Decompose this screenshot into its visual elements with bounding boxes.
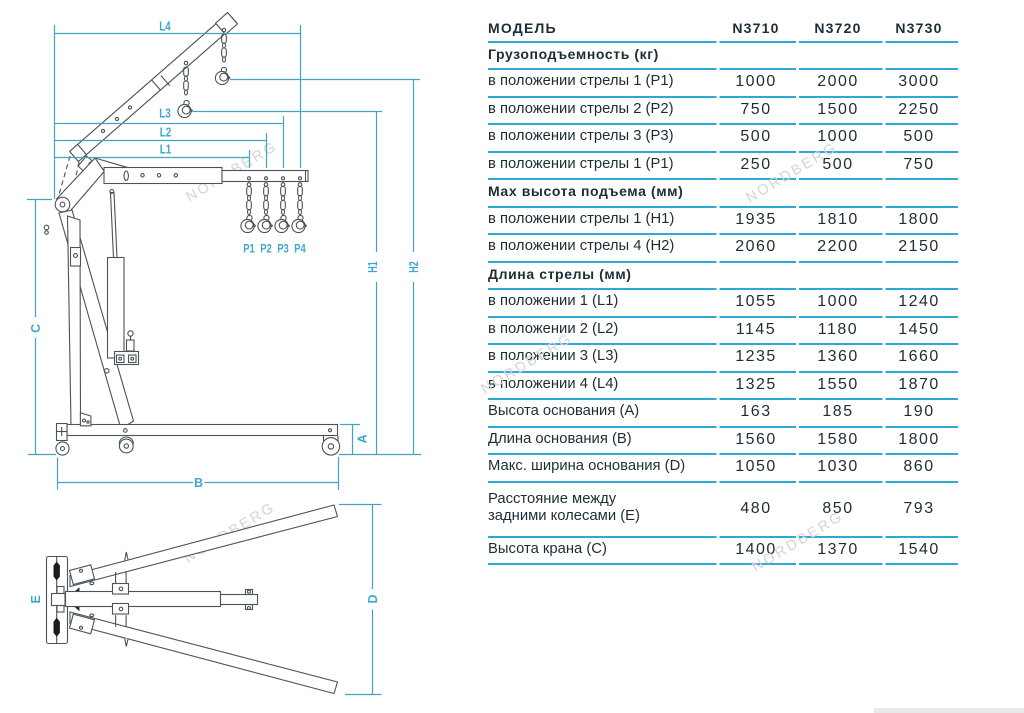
svg-text:L3: L3 bbox=[159, 107, 171, 121]
svg-text:H1: H1 bbox=[366, 261, 380, 273]
svg-text:B: B bbox=[194, 476, 203, 490]
svg-text:H2: H2 bbox=[407, 261, 421, 273]
svg-text:D: D bbox=[366, 594, 380, 603]
svg-text:L2: L2 bbox=[160, 126, 172, 140]
svg-text:P3: P3 bbox=[277, 242, 289, 256]
svg-text:E: E bbox=[29, 595, 43, 603]
svg-text:P1: P1 bbox=[243, 242, 255, 256]
svg-text:P4: P4 bbox=[294, 242, 306, 256]
svg-text:L4: L4 bbox=[159, 20, 171, 34]
svg-text:C: C bbox=[29, 324, 43, 333]
svg-text:A: A bbox=[355, 434, 369, 443]
svg-text:P2: P2 bbox=[260, 242, 272, 256]
svg-text:L1: L1 bbox=[160, 143, 172, 157]
